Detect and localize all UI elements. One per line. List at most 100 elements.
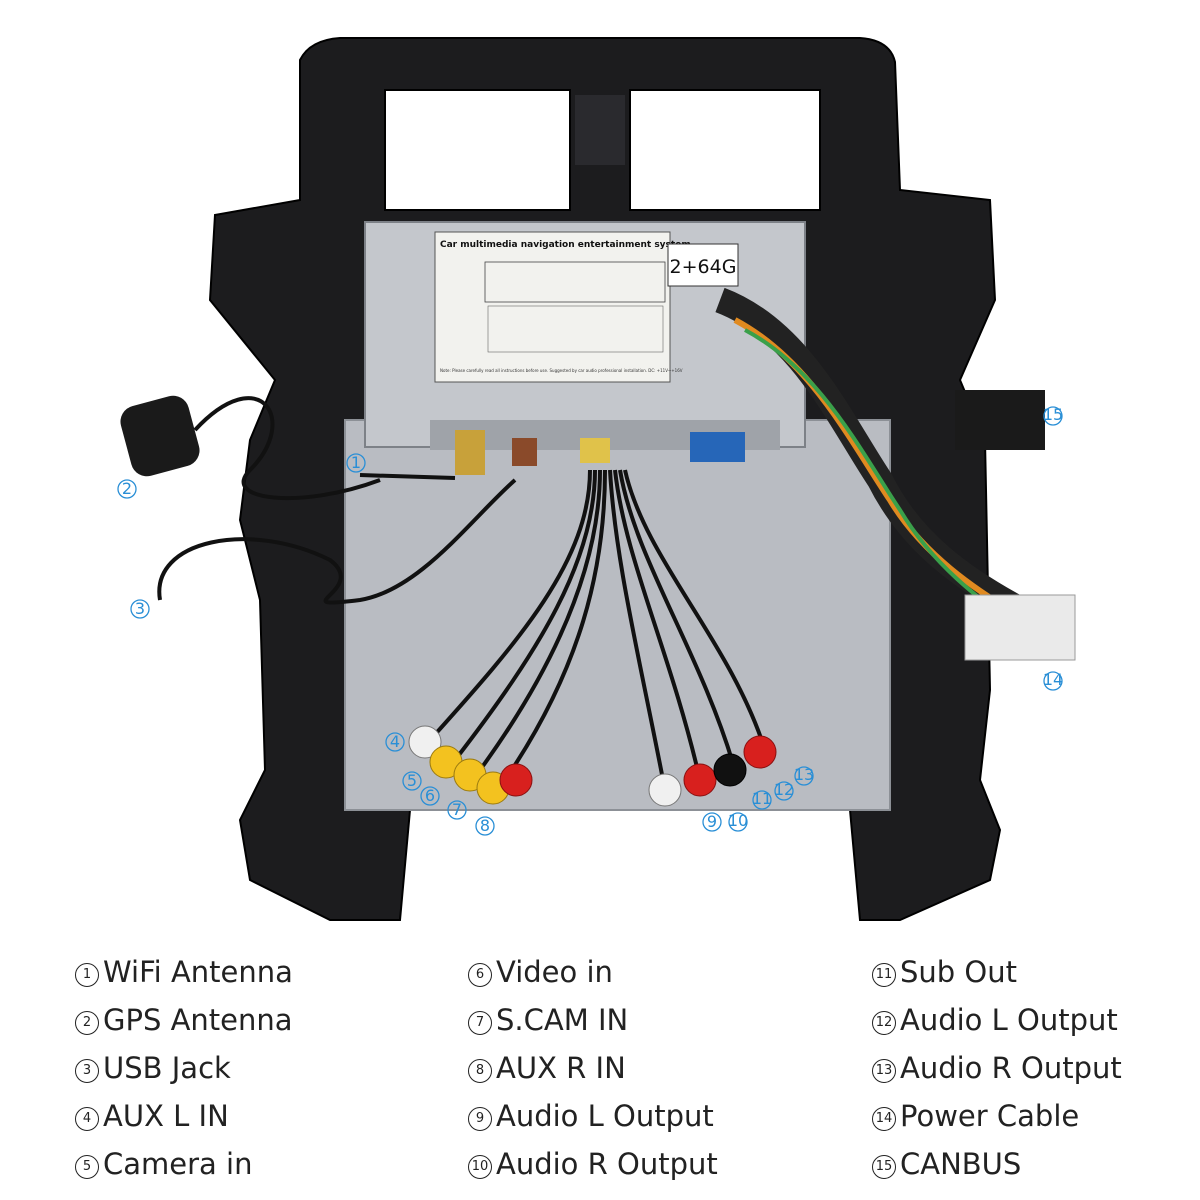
module-label-fine-print: Note: Please carefully read all instruct… — [440, 368, 683, 373]
rca-plug-white-right — [648, 773, 682, 807]
legend-text: Audio L Output — [900, 1003, 1118, 1037]
svg-text:6: 6 — [425, 786, 435, 805]
callout-13: 13 — [794, 765, 814, 786]
frame-opening-left — [384, 89, 571, 211]
callout-2: 2 — [117, 479, 137, 499]
svg-text:4: 4 — [390, 732, 400, 751]
legend-text: Power Cable — [900, 1099, 1080, 1133]
installation-photo: Car multimedia navigation entertainment … — [117, 37, 1076, 921]
legend-text: AUX L IN — [103, 1099, 229, 1133]
canbus-box — [955, 390, 1045, 450]
rca-plug-white — [408, 725, 442, 759]
legend-number: 6 — [468, 963, 492, 987]
gold-connector — [455, 430, 485, 475]
callout-5: 5 — [402, 771, 422, 791]
legend-number: 7 — [468, 1011, 492, 1035]
legend-number: 9 — [468, 1107, 492, 1131]
legend-number: 5 — [75, 1155, 99, 1179]
callout-1: 1 — [346, 453, 366, 473]
legend-number: 12 — [872, 1011, 896, 1035]
callout-15: 15 — [1043, 405, 1063, 426]
callout-6: 6 — [420, 786, 440, 806]
module-label-title: Car multimedia navigation entertainment … — [440, 240, 691, 250]
blue-connector — [690, 432, 745, 462]
legend-text: Camera in — [103, 1147, 253, 1181]
svg-text:3: 3 — [135, 599, 145, 618]
frame-bracket — [575, 95, 625, 165]
legend-text: S.CAM IN — [496, 1003, 629, 1037]
legend-number: 2 — [75, 1011, 99, 1035]
legend-text: Audio L Output — [496, 1099, 714, 1133]
module-label — [434, 231, 671, 383]
power-connector — [964, 594, 1076, 661]
label-pin-diagram — [484, 261, 666, 303]
rca-plug-black — [713, 753, 747, 787]
legend-number: 10 — [468, 1155, 492, 1179]
callout-3: 3 — [130, 599, 150, 619]
legend-text: Audio R Output — [900, 1051, 1122, 1085]
legend-text: WiFi Antenna — [103, 955, 293, 989]
svg-text:12: 12 — [774, 780, 794, 799]
callout-11: 11 — [752, 789, 772, 810]
yellow-connector — [580, 438, 610, 463]
rca-bundle-right — [608, 469, 767, 791]
rca-plug-red — [499, 763, 533, 797]
legend-text: Sub Out — [900, 955, 1017, 989]
svg-text:15: 15 — [1043, 405, 1063, 424]
legend-number: 8 — [468, 1059, 492, 1083]
legend-text: Video in — [496, 955, 613, 989]
brown-connector — [512, 438, 537, 466]
legend-number: 15 — [872, 1155, 896, 1179]
callout-10: 10 — [728, 811, 748, 832]
svg-text:11: 11 — [752, 789, 772, 808]
legend-number: 3 — [75, 1059, 99, 1083]
callout-8: 8 — [475, 816, 495, 836]
callout-12: 12 — [774, 780, 794, 801]
rca-plug-red-right — [683, 763, 717, 797]
legend-text: AUX R IN — [496, 1051, 626, 1085]
frame-opening-right — [629, 89, 821, 211]
svg-text:2: 2 — [122, 479, 132, 498]
legend-text: CANBUS — [900, 1147, 1022, 1181]
callout-4: 4 — [385, 732, 405, 752]
svg-text:10: 10 — [728, 811, 748, 830]
usb-cable — [157, 478, 517, 605]
legend-text: GPS Antenna — [103, 1003, 293, 1037]
legend-text: Audio R Output — [496, 1147, 718, 1181]
svg-text:13: 13 — [794, 765, 814, 784]
legend-number: 1 — [75, 963, 99, 987]
storage-badge — [667, 243, 739, 287]
legend-number: 13 — [872, 1059, 896, 1083]
callout-9: 9 — [702, 812, 722, 832]
rca-plug-red-right-2 — [743, 735, 777, 769]
legend-number: 4 — [75, 1107, 99, 1131]
svg-text:9: 9 — [707, 812, 717, 831]
legend-number: 14 — [872, 1107, 896, 1131]
callout-14: 14 — [1043, 670, 1063, 691]
callout-7: 7 — [447, 800, 467, 820]
svg-text:7: 7 — [452, 800, 462, 819]
storage-badge-text: 2+64G — [670, 256, 737, 278]
gps-antenna — [120, 395, 200, 477]
legend-text: USB Jack — [103, 1051, 231, 1085]
svg-text:8: 8 — [480, 816, 490, 835]
legend-number: 11 — [872, 963, 896, 987]
wifi-cable — [359, 473, 456, 480]
